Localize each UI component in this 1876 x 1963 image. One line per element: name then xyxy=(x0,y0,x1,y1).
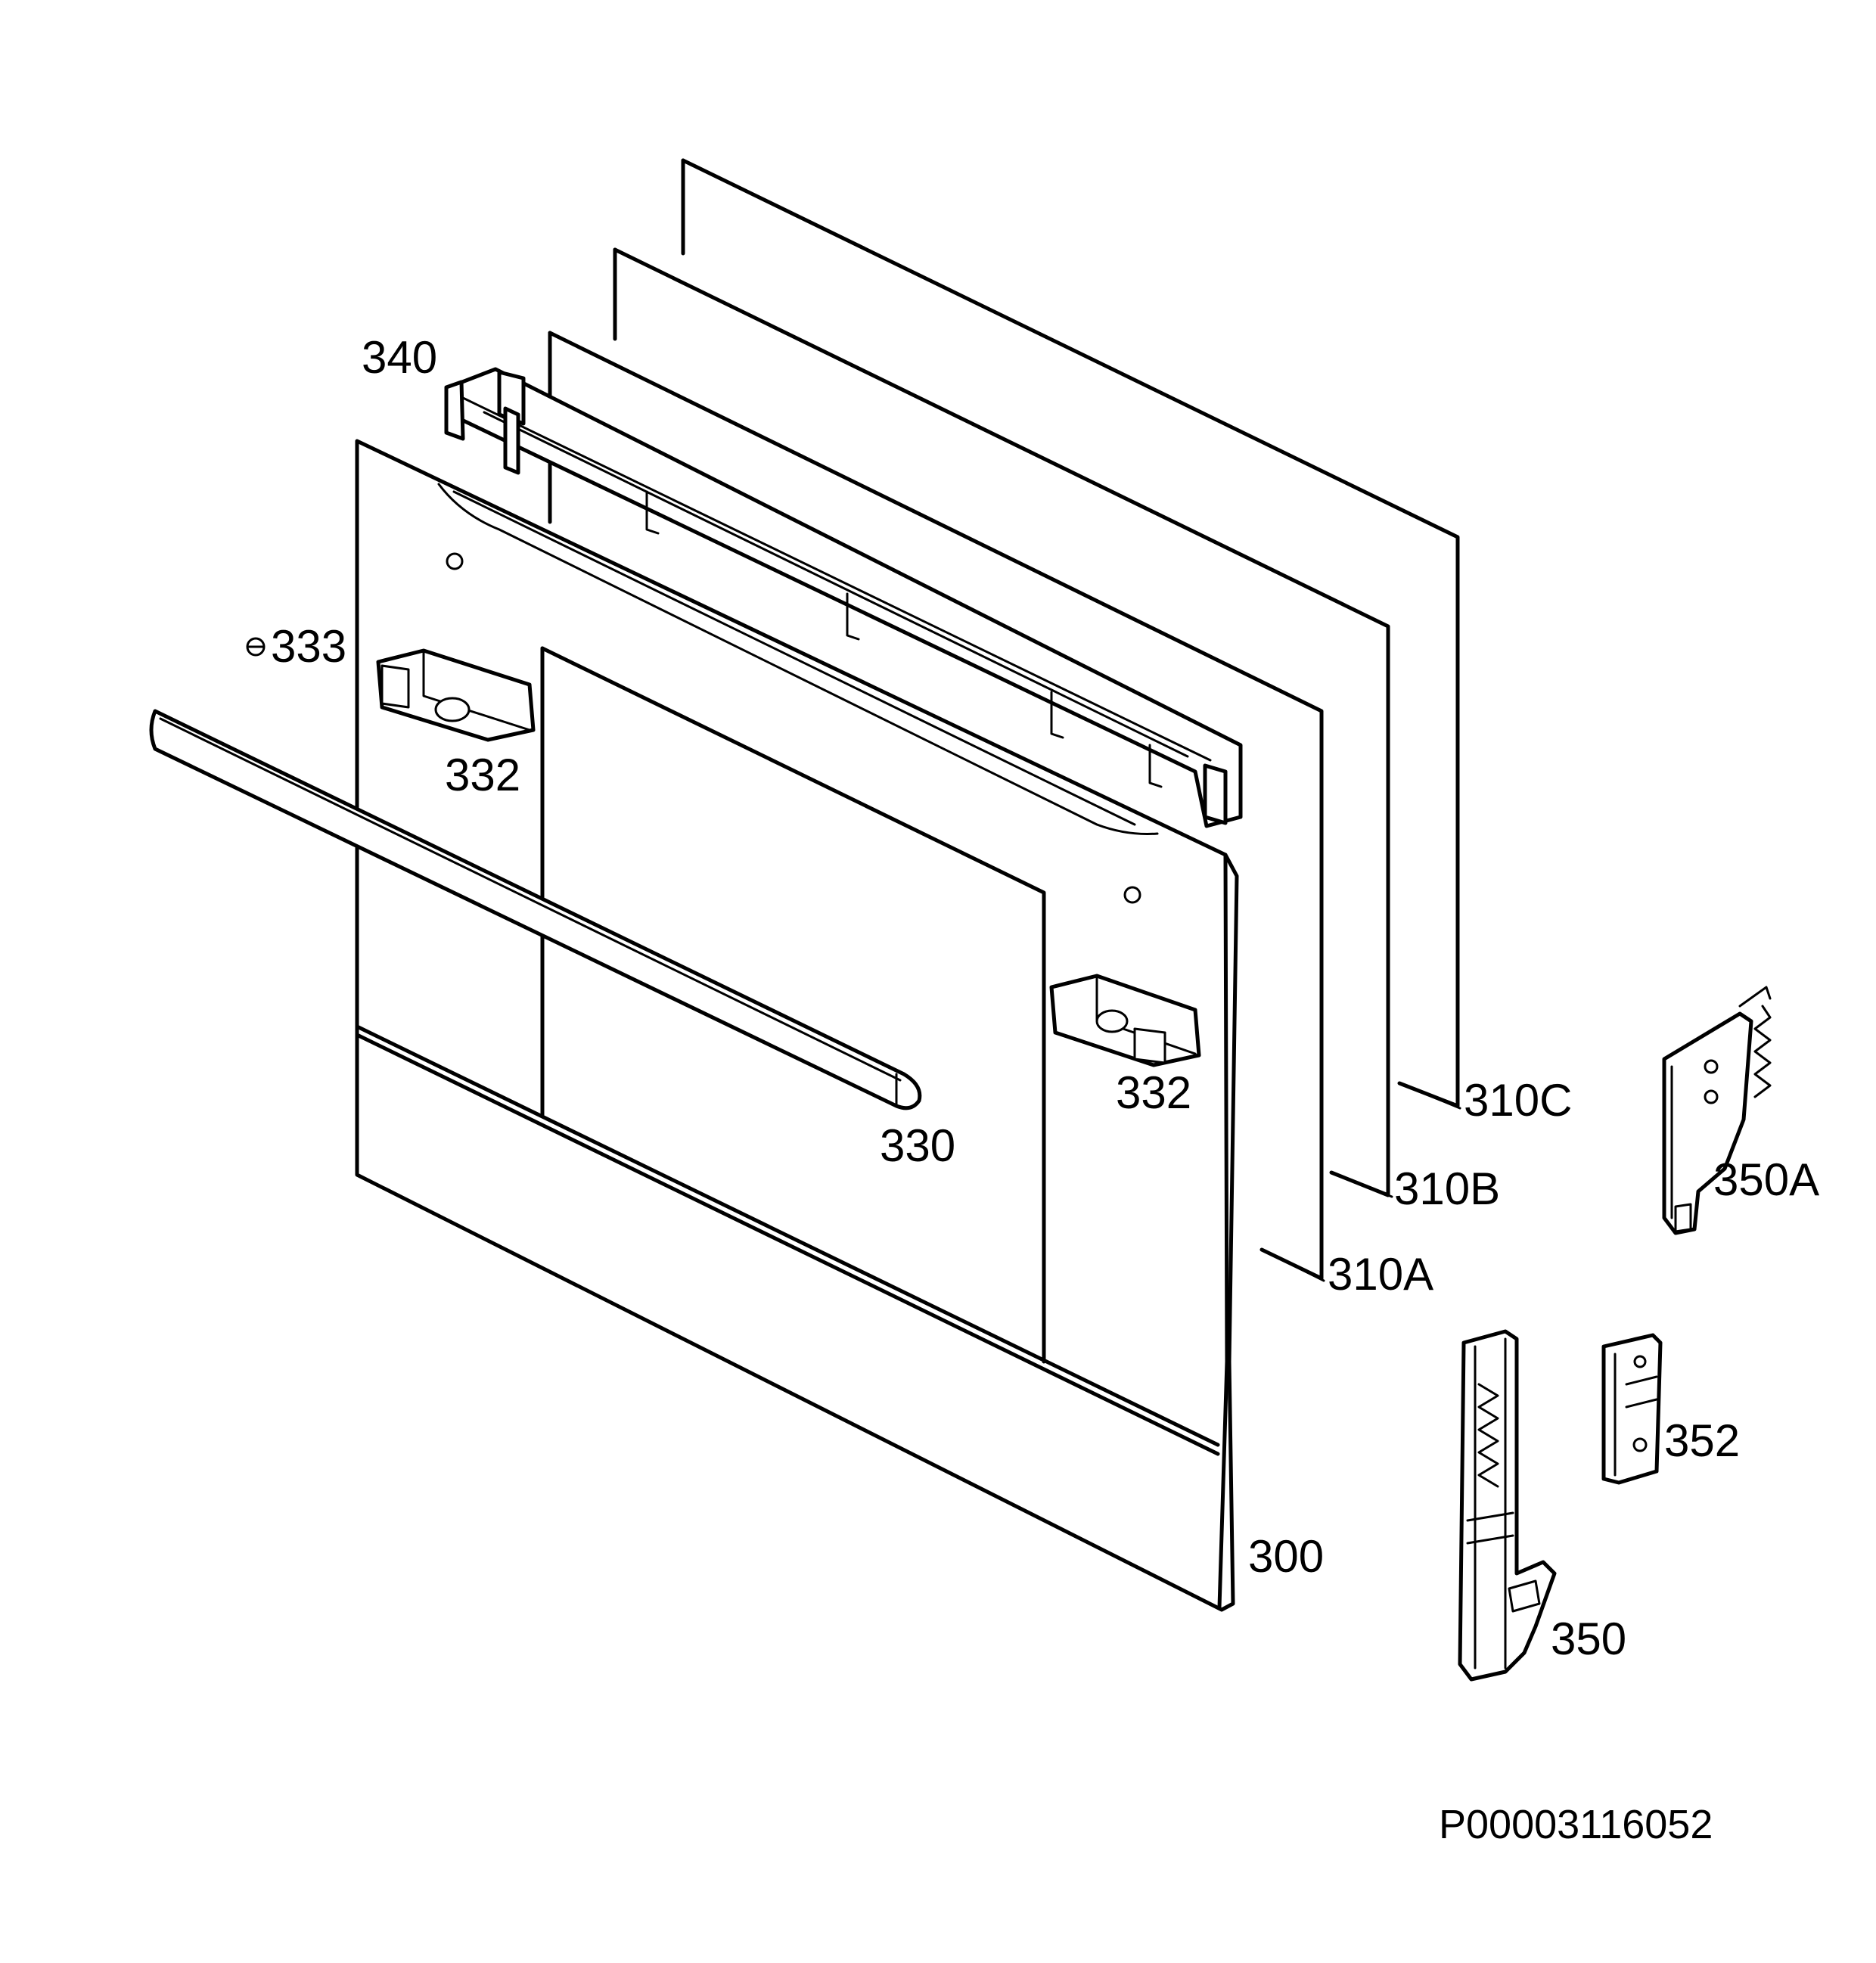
hinge-receptacle-352 xyxy=(1601,1333,1663,1485)
label-340: 340 xyxy=(362,332,437,383)
label-332-left: 332 xyxy=(445,750,520,800)
label-310c: 310C xyxy=(1464,1075,1572,1126)
handle-330 xyxy=(149,709,922,1110)
label-350: 350 xyxy=(1551,1614,1626,1664)
label-310b: 310B xyxy=(1394,1163,1500,1214)
hinge-350a xyxy=(1662,986,1772,1235)
drawing-code: P00003116052 xyxy=(1439,1802,1713,1847)
label-310a: 310A xyxy=(1328,1249,1433,1300)
label-330: 330 xyxy=(880,1120,955,1171)
handle-bracket-332-left xyxy=(376,648,536,742)
hinge-350 xyxy=(1458,1329,1557,1682)
label-350a: 350A xyxy=(1713,1154,1819,1205)
handle-bracket-332-right xyxy=(1049,974,1201,1067)
label-300: 300 xyxy=(1248,1531,1324,1582)
screw-333 xyxy=(246,637,266,657)
leader-lines xyxy=(1260,1082,1461,1282)
top-profile-340 xyxy=(444,367,1243,828)
part-labels: 310C 310B 310A 340 333 332 332 330 300 3… xyxy=(271,332,1819,1664)
label-332-right: 332 xyxy=(1116,1067,1191,1118)
label-352: 352 xyxy=(1664,1415,1740,1466)
label-333: 333 xyxy=(271,621,346,672)
